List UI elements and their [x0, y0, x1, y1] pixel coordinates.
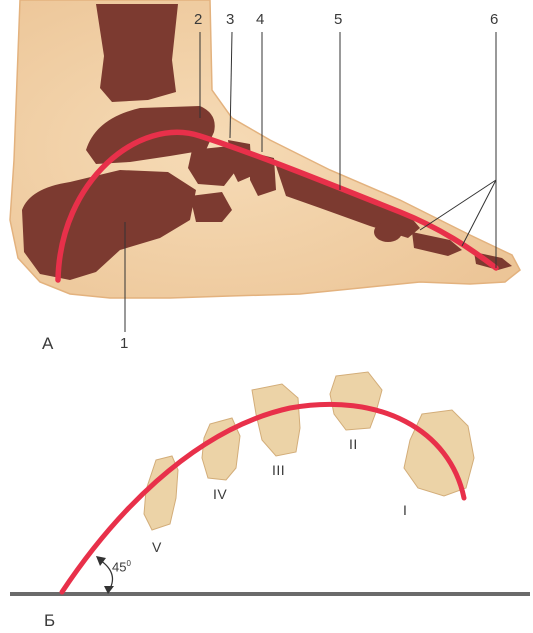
label-roman-v: V	[152, 540, 162, 554]
metatarsal-section-ii	[330, 372, 382, 430]
angle-degree-mark: 0	[126, 559, 130, 568]
label-roman-iv: IV	[213, 487, 227, 501]
angle-label: 450	[112, 560, 131, 573]
angle-value: 45	[112, 559, 126, 574]
label-roman-i: I	[403, 503, 407, 517]
metatarsal-section-iii	[252, 384, 300, 456]
metatarsal-section-i	[404, 410, 474, 496]
angle-arrow-top	[96, 556, 106, 566]
label-roman-iii: III	[272, 463, 285, 477]
label-roman-ii: II	[349, 437, 358, 451]
panel-b-letter: Б	[44, 612, 55, 629]
